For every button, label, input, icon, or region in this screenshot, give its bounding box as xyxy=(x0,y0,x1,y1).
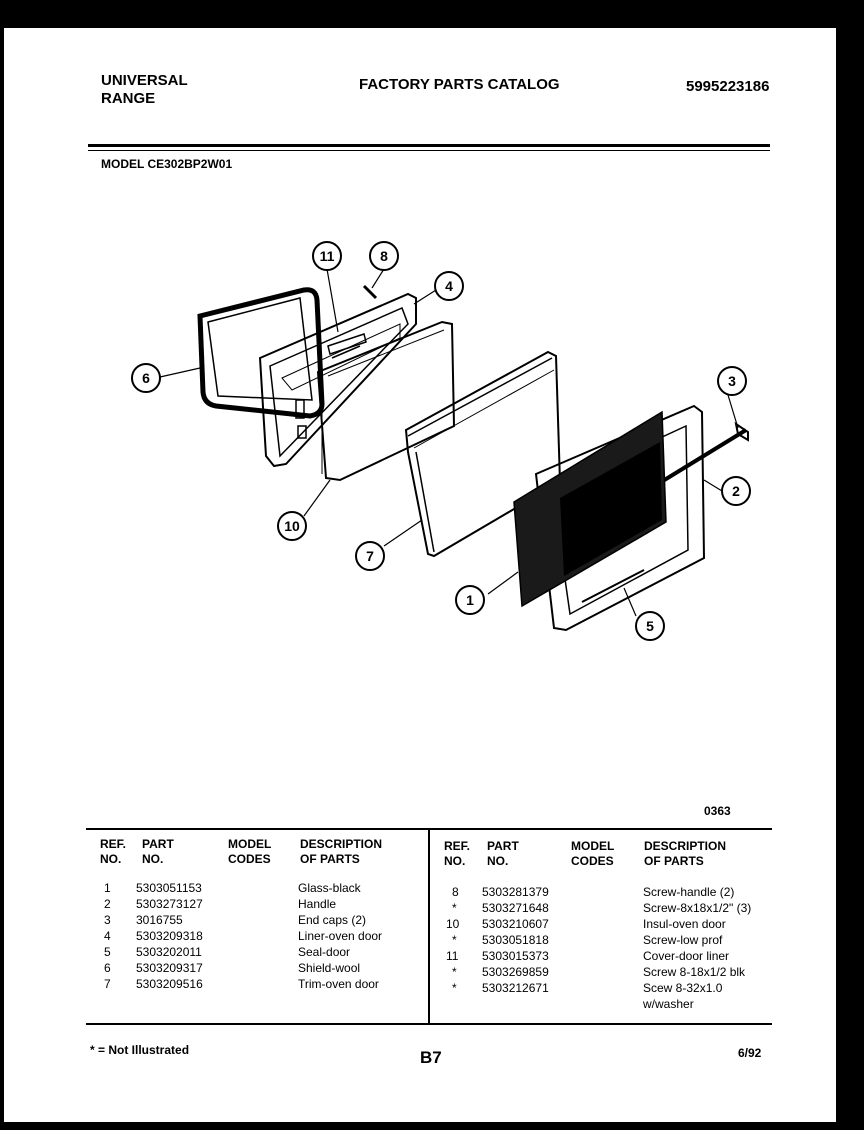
table-row-ref: * xyxy=(452,901,457,915)
callout-8: 8 xyxy=(380,248,388,264)
table-row-ref: * xyxy=(452,965,457,979)
table-row-desc: Cover-door liner xyxy=(643,949,730,963)
model-line: MODEL CE302BP2W01 xyxy=(101,157,233,171)
table-row-part: 3016755 xyxy=(136,913,183,927)
leader-lines xyxy=(159,268,739,617)
callout-3: 3 xyxy=(728,373,736,389)
table-row-desc: Screw-handle (2) xyxy=(643,885,735,899)
liner-oven-door-part xyxy=(258,292,417,468)
table-row-ref: 1 xyxy=(104,881,111,895)
figure-code: 0363 xyxy=(704,804,731,818)
table-row-ref: 8 xyxy=(452,885,459,899)
callout-1: 1 xyxy=(466,592,474,608)
table-row-part: 5303273127 xyxy=(136,897,203,911)
table-row-part: 5303051818 xyxy=(482,933,549,947)
table-row-ref: 3 xyxy=(104,913,111,927)
table-bottom-rule xyxy=(86,1023,772,1025)
table-row-ref: 7 xyxy=(104,977,111,991)
table-row-ref: 10 xyxy=(446,917,460,931)
table-row-ref: 4 xyxy=(104,929,111,943)
table-row-desc: Handle xyxy=(298,897,337,911)
left-col-ref-header: REF.NO. xyxy=(100,837,127,866)
right-col-ref-header: REF.NO. xyxy=(444,839,471,868)
table-row-part: 5303212671 xyxy=(482,981,549,995)
exploded-door-diagram: 6 11 8 4 3 2 10 7 1 5 xyxy=(131,241,751,641)
table-row-ref: * xyxy=(452,981,457,995)
header-rule-thick xyxy=(88,144,770,147)
table-row-part: 5303202011 xyxy=(136,945,202,959)
table-top-rule xyxy=(86,828,772,830)
table-row-part: 5303210607 xyxy=(482,917,549,931)
table-row-part: 5303271648 xyxy=(482,901,549,915)
print-date: 6/92 xyxy=(738,1046,762,1060)
callout-5: 6 xyxy=(142,370,150,386)
table-row-desc: Seal-door xyxy=(298,945,351,959)
callout-7: 5 xyxy=(646,618,654,634)
page-title: FACTORY PARTS CATALOG xyxy=(359,76,560,93)
catalog-number: 5995223186 xyxy=(686,78,770,95)
table-row-part: 5303209318 xyxy=(136,929,203,943)
table-row-part: 5303269859 xyxy=(482,965,549,979)
table-row-part: 5303209516 xyxy=(136,977,203,991)
table-row-desc: Screw-low prof xyxy=(643,933,723,947)
callout-10: 10 xyxy=(284,518,300,534)
callout-circles xyxy=(131,241,751,641)
table-row-ref: 2 xyxy=(104,897,111,911)
table-row-ref: 6 xyxy=(104,961,111,975)
table-row-part: 5303051153 xyxy=(136,881,202,895)
catalog-page: UNIVERSAL RANGE FACTORY PARTS CATALOG 59… xyxy=(4,28,836,1122)
shield-wool-part xyxy=(404,350,562,558)
brand: UNIVERSAL RANGE xyxy=(101,72,188,108)
table-row-part: 5303209317 xyxy=(136,961,203,975)
callout-4: 4 xyxy=(445,278,453,294)
table-row-part: 5303015373 xyxy=(482,949,549,963)
table-row-desc: Glass-black xyxy=(298,881,361,895)
footnote: * = Not Illustrated xyxy=(90,1043,190,1057)
table-divider xyxy=(428,830,430,1024)
glass-window xyxy=(560,442,662,576)
table-row-desc: w/washer xyxy=(643,997,694,1011)
table-row-ref: 11 xyxy=(446,949,459,963)
seal-door-part xyxy=(197,287,325,419)
callout-11: 11 xyxy=(320,248,335,264)
table-row-desc: Liner-oven door xyxy=(298,929,383,943)
callout-6: 7 xyxy=(366,548,374,564)
table-row-part: 5303281379 xyxy=(482,885,549,899)
callout-2: 2 xyxy=(732,483,740,499)
table-row-desc: Shield-wool xyxy=(298,961,361,975)
table-row-ref: 5 xyxy=(104,945,111,959)
screw-part xyxy=(362,284,378,300)
page-number: B7 xyxy=(420,1048,442,1067)
table-row-desc: Trim-oven door xyxy=(298,977,379,991)
table-row-desc: Insul-oven door xyxy=(643,917,726,931)
header-rule-thin xyxy=(88,150,770,151)
table-row-desc: End caps (2) xyxy=(298,913,367,927)
table-row-desc: Screw-8x18x1/2" (3) xyxy=(643,901,752,915)
brand-line-2: RANGE xyxy=(101,90,156,107)
brand-line-1: UNIVERSAL xyxy=(101,72,188,89)
table-row-ref: * xyxy=(452,933,457,947)
table-row-desc: Scew 8-32x1.0 xyxy=(643,981,723,995)
table-row-desc: Screw 8-18x1/2 blk xyxy=(643,965,746,979)
